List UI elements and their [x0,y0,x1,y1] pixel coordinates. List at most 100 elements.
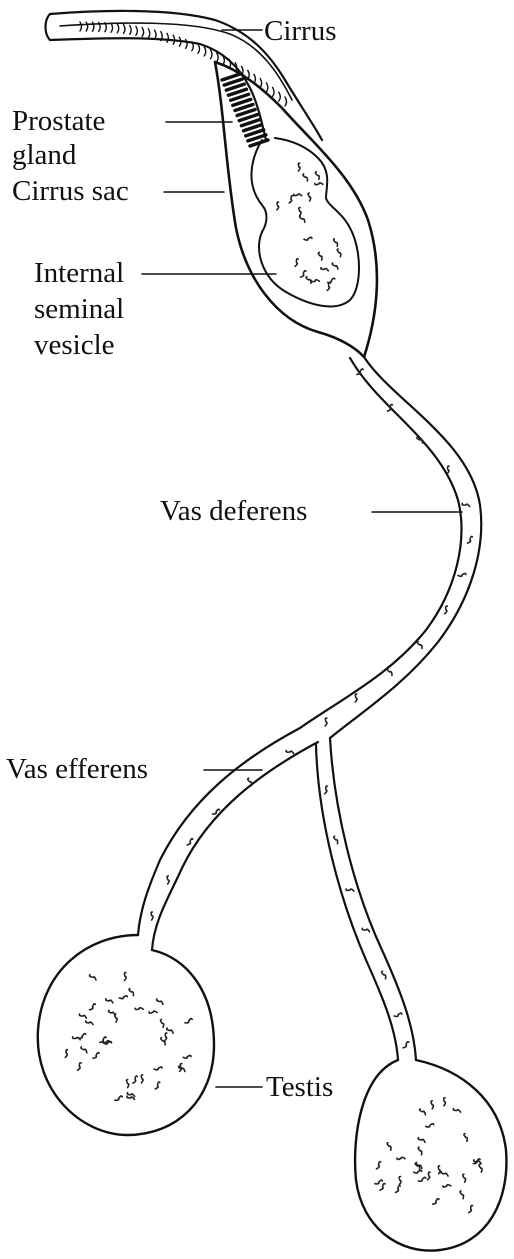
sperm-squiggle [286,750,294,753]
cirrus-hatch-mark [99,22,101,31]
sperm-squiggle [453,1109,460,1113]
sperm-squiggle [133,1076,137,1083]
sperm-squiggle [447,466,449,474]
cirrus-hatch-mark [136,26,138,35]
sperm-squiggle [65,1050,67,1058]
sperm-squiggle [382,971,386,978]
cirrus-hatch-mark [86,22,88,31]
sperm-squiggle [213,809,220,814]
sperm-squiggle [115,1096,122,1100]
cirrus-hatch-mark [117,24,119,33]
sperm-squiggle [321,268,328,271]
sperm-squiggle [167,1028,173,1033]
sperm-squiggle [90,975,96,980]
sperm-squiggle [380,1184,385,1191]
sperm-squiggle [127,1093,134,1097]
label-vas-efferens: Vas efferens [6,753,148,785]
sperm-squiggle [119,996,127,999]
cirrus-hatch-mark [260,78,262,87]
sperm-squiggle [81,1047,87,1053]
sperm-squiggles [65,163,482,1213]
cirrus-hatch-mark [105,23,107,32]
vas-efferens-right-outer [316,745,398,1060]
cirrus-hatch-mark [148,29,150,38]
label-vas-deferens: Vas deferens [160,495,307,527]
sperm-squiggle [420,1109,426,1115]
sperm-squiggle [298,163,300,171]
sperm-squiggle [417,642,422,649]
label-prostate-line1: Prostate [12,105,105,137]
cirrus-tip [46,14,51,40]
cirrus-hatch-mark [223,56,225,65]
sperm-squiggle [445,606,448,614]
sperm-squiggle [428,1172,430,1180]
cirrus-hatch-mark [279,92,281,101]
sperm-squiggle [387,669,392,676]
cirrus-hatch-mark [198,44,200,53]
cirrus-hatch-mark [192,42,194,51]
sperm-squiggle [86,1021,93,1025]
sperm-squiggle [127,1096,134,1099]
sperm-squiggle [303,174,308,181]
sperm-squiggle [301,271,306,277]
cirrus-hatch-mark [266,83,268,92]
sperm-squiggle [155,1082,160,1089]
sperm-squiggle [462,503,469,506]
cirrus-hatch-mark [123,24,125,33]
sperm-squiggle [318,252,322,260]
label-internal-line2: seminal [34,293,124,325]
sperm-squiggle [355,694,357,702]
sperm-squiggle [443,1185,451,1187]
sperm-squiggle [395,1186,400,1193]
sperm-squiggle [300,216,305,223]
sperm-squiggle [403,1042,409,1048]
label-internal-line3: vesicle [34,329,115,361]
sperm-squiggle [106,999,113,1003]
sperm-squiggle [294,194,302,196]
sperm-squiggle [479,1164,482,1172]
cirrus-hatch-mark [186,39,188,48]
sperm-squiggle [334,239,338,246]
cirrus-hatch-mark [111,23,113,32]
cirrus-hatch-mark [204,47,206,56]
label-internal-line1: Internal [34,257,124,289]
sperm-squiggle [304,237,312,240]
sperm-squiggle [311,280,319,282]
vas-efferens-left-inner [152,742,318,950]
sperm-squiggle [183,1055,191,1058]
sperm-squiggle [129,989,133,996]
cirrus-hatch-mark [80,22,82,31]
vas-deferens-left-wall [300,358,461,728]
cirrus-sac-outline [215,62,377,357]
cirrus-hatch-mark [285,97,287,106]
vas-deferens-right-wall [330,357,481,738]
sperm-squiggle [151,912,153,920]
vas-efferens-left-outer [138,728,300,935]
label-cirrus-sac: Cirrus sac [12,175,129,207]
sperm-squiggle [463,1174,466,1182]
testis-left [38,935,214,1135]
sperm-squiggle [337,249,341,257]
sperm-squiggle [387,1143,391,1151]
sperm-squiggle [325,786,328,794]
sperm-squiggle [295,259,298,267]
sperm-squiggle [141,1075,143,1083]
cirrus-lumen [60,23,292,100]
sperm-squiggle [469,1205,473,1212]
cirrus-hatch-mark [155,30,157,39]
sperm-squiggle [154,1067,162,1070]
sperm-squiggle [149,1011,157,1013]
sperm-squiggle [332,263,338,269]
sperm-squiggle [426,1124,434,1127]
sperm-squiggle [418,1147,422,1155]
testis-right [355,1060,506,1251]
sperm-squiggle [468,536,473,543]
sperm-squiggle [415,1163,419,1170]
cirrus-hatch-mark [229,59,231,68]
label-testis: Testis [266,1071,333,1103]
sperm-squiggle [414,1170,422,1173]
cirrus-hatching [80,22,287,106]
sperm-squiggle [299,208,301,216]
sperm-squiggle [327,283,330,291]
